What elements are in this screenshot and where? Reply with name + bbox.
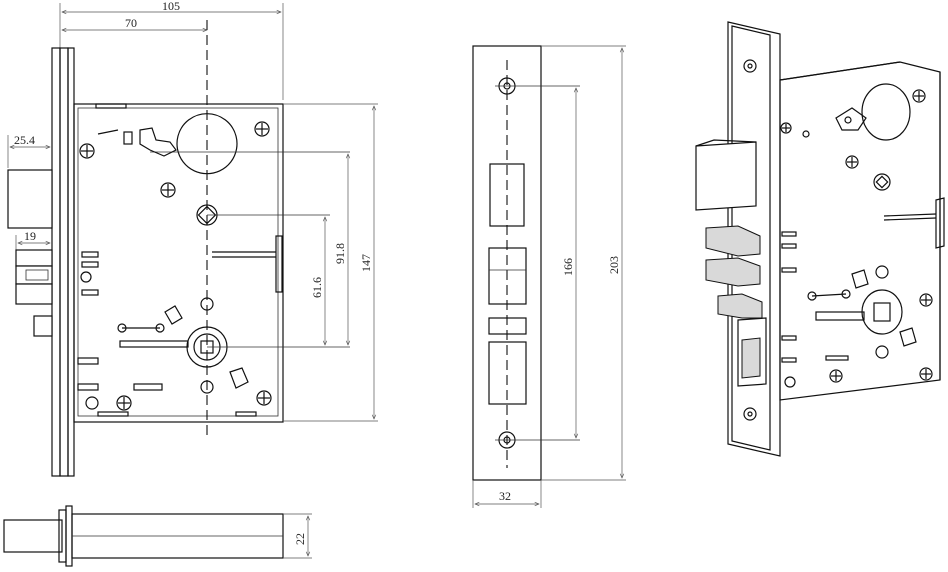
dimension-label-91-8: 91.8 — [333, 243, 347, 264]
dimension-label-61-6: 61.6 — [310, 277, 324, 298]
dimension-spindle-to-cylinder: 61.6 — [310, 217, 325, 345]
top-view: 22 — [3, 505, 312, 567]
dimension-faceplate-width: 32 — [472, 480, 542, 508]
screw-icon — [256, 390, 272, 406]
screw-icon — [495, 431, 580, 449]
dimension-label-22: 22 — [293, 533, 307, 545]
dimension-faceplate-hole-spacing: 166 — [561, 88, 576, 438]
screw-icon — [254, 121, 270, 137]
screw-icon — [495, 77, 580, 95]
screw-icon — [829, 369, 843, 383]
dimension-label-32: 32 — [499, 489, 511, 503]
dimension-latch-throw: 25.4 — [7, 133, 50, 168]
screw-icon — [845, 155, 859, 169]
screw-icon — [116, 395, 132, 411]
screw-icon — [743, 407, 757, 421]
screw-icon — [743, 59, 757, 73]
dimension-case-height: 147 — [283, 103, 378, 422]
dimension-label-105: 105 — [162, 0, 180, 13]
isometric-view — [695, 21, 945, 457]
dimension-label-70: 70 — [125, 16, 137, 30]
dimension-label-25-4: 25.4 — [14, 133, 35, 147]
dimension-cylinder-to-hub: 91.8 — [333, 154, 348, 345]
screw-icon — [919, 293, 933, 307]
screw-icon — [919, 367, 933, 381]
dimension-label-19: 19 — [24, 229, 36, 243]
dimension-case-depth: 22 — [293, 516, 308, 556]
screw-icon — [160, 182, 176, 198]
dimension-label-147: 147 — [359, 254, 373, 272]
screw-icon — [780, 122, 792, 134]
dimension-overall-width: 105 — [59, 0, 284, 100]
dimension-deadbolt-throw: 19 — [15, 229, 50, 250]
dimension-faceplate-height: 203 — [541, 45, 626, 481]
screw-icon — [912, 89, 926, 103]
dimension-backset: 70 — [62, 16, 207, 30]
screw-icon — [79, 143, 95, 159]
front-view: 105 70 25.4 19 — [7, 0, 378, 477]
faceplate-view: 166 203 32 — [472, 45, 626, 508]
dimension-label-203: 203 — [607, 256, 621, 274]
dimension-label-166: 166 — [561, 258, 575, 276]
